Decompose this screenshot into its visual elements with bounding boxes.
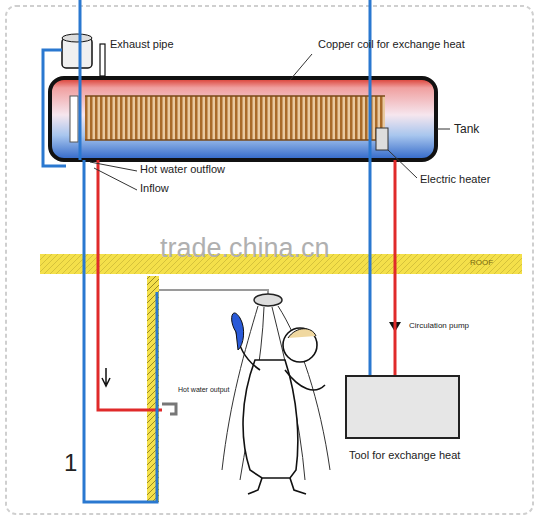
part-label: Hot water outflow (140, 163, 225, 175)
water-pipe (394, 160, 397, 375)
tank: Tank (50, 78, 436, 160)
part-label: Circulation pump (409, 322, 469, 331)
part-label: Hot water output (178, 386, 229, 394)
watermark: trade.china.cn (160, 234, 330, 264)
water-pipe (80, 0, 370, 375)
part-label: Inflow (140, 182, 169, 194)
node-label: Tool for exchange heat (349, 449, 460, 461)
part-label: Copper coil for exchange heat (318, 38, 465, 50)
node-label: Tank (454, 123, 479, 136)
roof-label: ROOF (470, 259, 493, 268)
callout-number: 1 (64, 450, 77, 476)
part-label: Electric heater (420, 173, 490, 185)
part-label: Exhaust pipe (110, 38, 174, 50)
heat-exchange-radiator: Tool for exchange heat (345, 375, 460, 439)
